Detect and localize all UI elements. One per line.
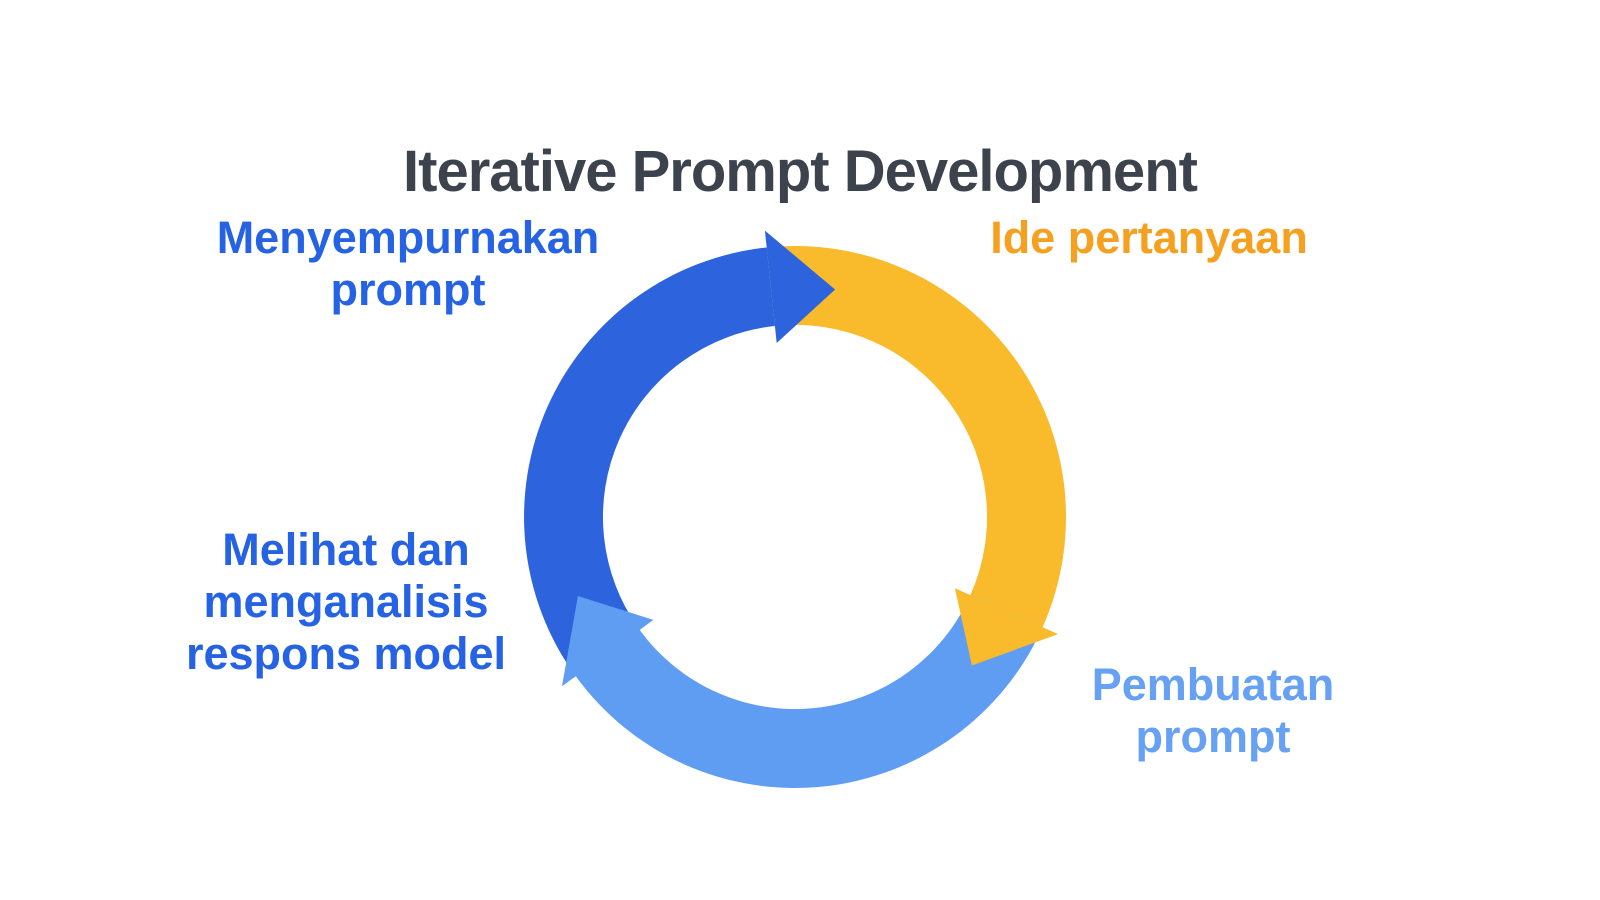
idea-segment-arc: [766, 246, 1067, 628]
label-line: Ide pertanyaan: [990, 212, 1308, 263]
label-idea-pertanyaan: Ide pertanyaan: [899, 212, 1399, 264]
analyze-refine-segment-arc: [524, 247, 775, 677]
create-arrowhead-icon: [562, 596, 654, 687]
label-line: prompt: [330, 264, 486, 315]
label-analyze-response: Melihat dan menganalisis respons model: [96, 524, 596, 680]
label-line: prompt: [1135, 711, 1291, 762]
label-create-prompt: Pembuatan prompt: [963, 659, 1463, 763]
analyze-refine-arrowhead-icon: [764, 230, 836, 343]
create-segment-arc: [575, 595, 1043, 788]
label-refine-prompt: Menyempurnakan prompt: [158, 212, 658, 316]
page-title: Iterative Prompt Development: [403, 138, 1198, 204]
label-line: respons model: [185, 628, 507, 679]
label-line: menganalisis: [203, 576, 489, 627]
idea-arrowhead-icon: [954, 588, 1059, 666]
label-line: Menyempurnakan: [216, 212, 600, 263]
label-line: Melihat dan: [222, 524, 470, 575]
label-line: Pembuatan: [1091, 659, 1335, 710]
